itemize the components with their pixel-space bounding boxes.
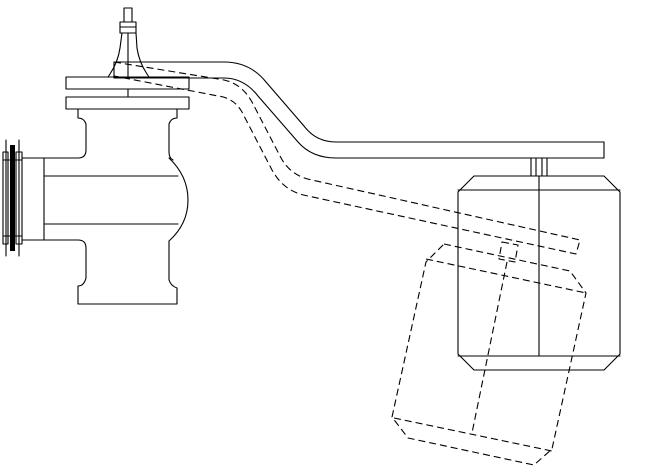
counterweight-swung <box>391 241 587 466</box>
valve-body <box>21 96 190 305</box>
pipe-flange <box>2 139 23 257</box>
valve-stem <box>65 7 190 98</box>
counterweight <box>457 157 621 371</box>
lever-arm-swung <box>113 61 581 255</box>
lever-arm <box>113 61 605 159</box>
